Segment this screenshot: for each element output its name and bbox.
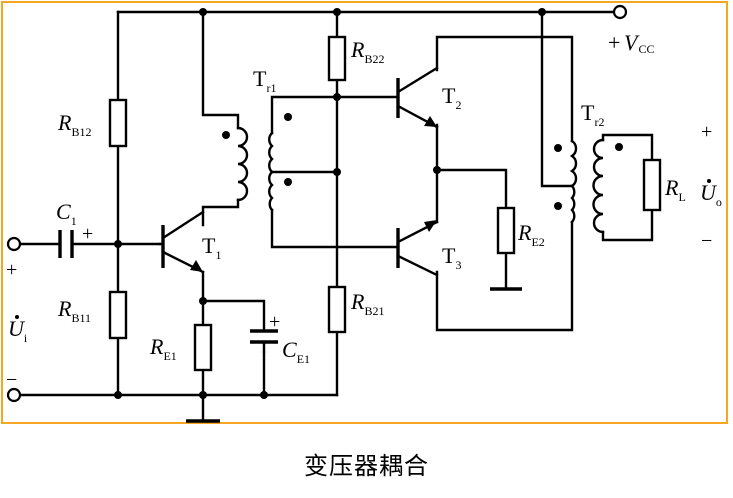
vcc-terminal	[612, 4, 628, 20]
resistor-rl	[642, 158, 662, 212]
transformer-tr2	[554, 138, 623, 234]
vcc-sign: +	[608, 30, 620, 55]
ce1-label: CE1	[282, 337, 310, 366]
c1-plus: +	[82, 223, 93, 245]
re2-label: RE2	[517, 220, 545, 249]
re1-label: RE1	[149, 334, 177, 363]
transformer-tr1	[222, 113, 292, 212]
rb21-label: RB21	[350, 289, 384, 318]
labels: + VCC RB12 RB11 RE1 CE1 + C1 + T1 Tr1 RB…	[6, 30, 722, 391]
resistor-rb22	[327, 35, 347, 82]
rb12-label: RB12	[57, 110, 91, 139]
uo-label: Uo	[700, 180, 722, 209]
rb22-label: RB22	[350, 37, 384, 66]
resistor-rb11	[108, 290, 128, 340]
ui-label: Ui	[8, 316, 28, 345]
input-terminal-bottom	[6, 387, 22, 403]
ce1-plus: +	[269, 311, 280, 333]
capacitor-c1	[58, 230, 74, 258]
transistor-t1	[158, 210, 205, 274]
terminals	[6, 4, 628, 403]
capacitor-ce1	[250, 329, 278, 354]
t2-label: T2	[442, 83, 461, 112]
input-terminal-top	[6, 236, 22, 252]
output-minus: −	[701, 230, 712, 252]
wires	[18, 10, 654, 423]
tr1-label: Tr1	[253, 66, 276, 95]
resistor-re2	[496, 206, 516, 255]
input-minus: −	[6, 369, 17, 391]
tr2-label: Tr2	[581, 100, 604, 129]
input-plus: +	[6, 259, 17, 281]
transistor-t3	[396, 220, 439, 277]
rl-label: RL	[664, 175, 686, 204]
resistor-re1	[193, 323, 213, 372]
rb11-label: RB11	[57, 296, 91, 325]
junction-dots	[114, 8, 546, 399]
resistor-rb21	[327, 285, 347, 334]
diagram-frame	[1, 1, 728, 424]
resistors	[108, 35, 662, 372]
resistor-rb12	[108, 98, 128, 148]
capacitors	[58, 230, 278, 354]
c1-label: C1	[56, 199, 77, 228]
output-plus: +	[701, 121, 712, 143]
vcc-label: VCC	[624, 30, 654, 56]
t1-label: T1	[202, 233, 221, 262]
t3-label: T3	[442, 243, 461, 272]
transistor-t2	[396, 66, 439, 129]
diagram-caption: 变压器耦合	[304, 452, 429, 480]
